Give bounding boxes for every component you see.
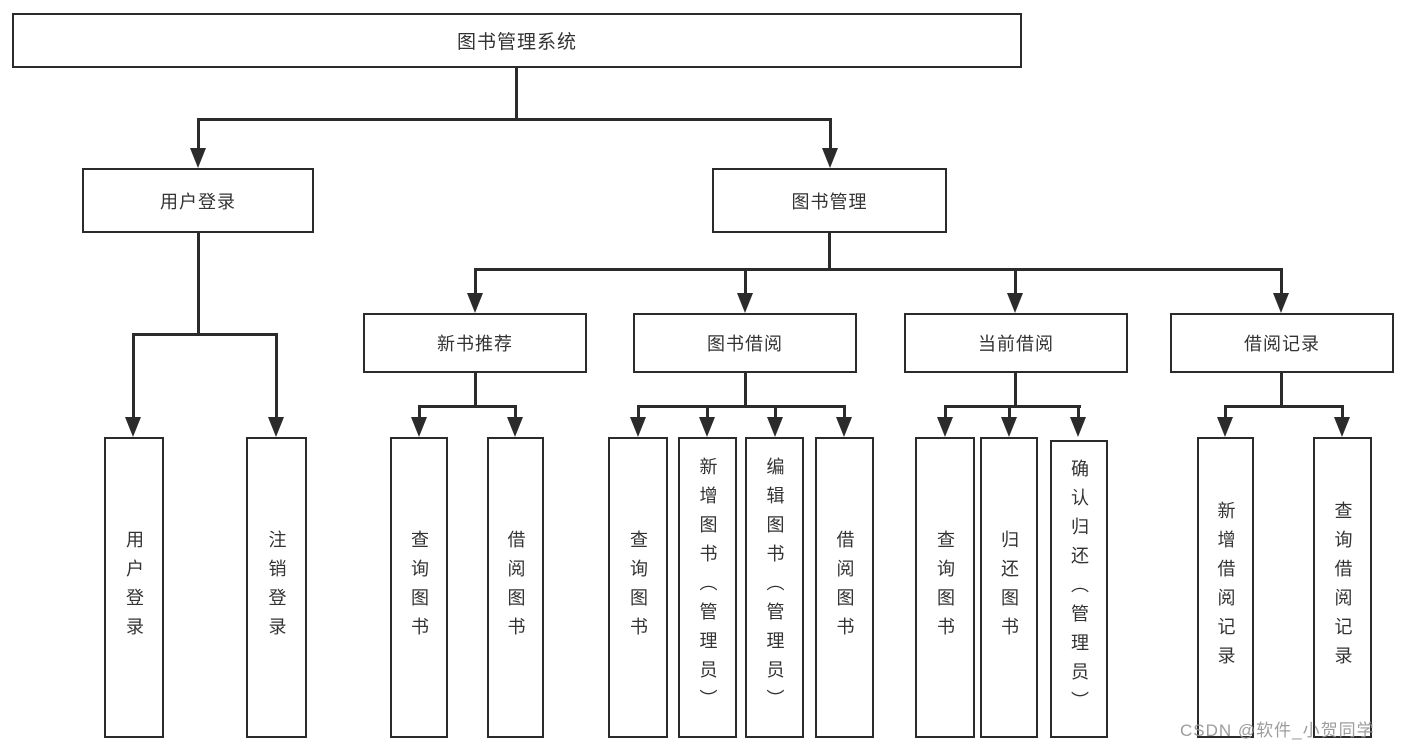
connector-line bbox=[418, 405, 421, 421]
node-label: 确认归还（管理员） bbox=[1069, 458, 1089, 720]
connector-line bbox=[1008, 405, 1011, 421]
node-label: 新增图书（管理员） bbox=[697, 457, 718, 718]
connector-line bbox=[474, 268, 1282, 271]
connector-line bbox=[637, 405, 846, 408]
arrowhead-down bbox=[190, 148, 206, 168]
node-label: 用户登录 bbox=[160, 191, 236, 212]
connector-line bbox=[1341, 405, 1344, 421]
leaf-borrow-books: 借阅图书 bbox=[815, 437, 874, 738]
node-label: 注销登录 bbox=[266, 529, 287, 646]
arrowhead-down bbox=[699, 417, 715, 437]
arrowhead-down bbox=[1334, 417, 1350, 437]
leaf-edit-books-admin: 编辑图书（管理员） bbox=[745, 437, 804, 738]
connector-line bbox=[1077, 405, 1080, 421]
connector-line bbox=[1014, 373, 1017, 407]
connector-line bbox=[828, 233, 831, 270]
node-label: 查询图书 bbox=[409, 529, 429, 646]
node-book-borrowing: 图书借阅 bbox=[633, 313, 857, 373]
arrowhead-down bbox=[1217, 417, 1233, 437]
connector-line bbox=[944, 405, 947, 421]
connector-line bbox=[637, 405, 640, 421]
csdn-watermark: CSDN @软件_小贺同学 bbox=[1180, 721, 1375, 740]
connector-line bbox=[1280, 373, 1283, 407]
arrowhead-down bbox=[836, 417, 852, 437]
connector-line bbox=[474, 268, 477, 296]
connector-line bbox=[1224, 405, 1344, 408]
node-new-book-recommend: 新书推荐 bbox=[363, 313, 587, 373]
connector-line bbox=[275, 333, 278, 420]
arrowhead-down bbox=[125, 417, 141, 437]
node-label: 当前借阅 bbox=[978, 334, 1054, 354]
node-borrow-records: 借阅记录 bbox=[1170, 313, 1394, 373]
leaf-return-books: 归还图书 bbox=[980, 437, 1038, 738]
connector-line bbox=[197, 233, 200, 335]
node-label: 查询图书 bbox=[935, 529, 955, 646]
connector-line bbox=[1280, 268, 1283, 296]
connector-line bbox=[474, 373, 477, 407]
connector-line bbox=[418, 405, 517, 408]
node-label: 用户登录 bbox=[124, 529, 144, 646]
connector-line bbox=[1014, 268, 1017, 296]
connector-line bbox=[706, 405, 709, 421]
node-label: 图书借阅 bbox=[707, 334, 783, 354]
connector-line bbox=[514, 405, 517, 421]
arrowhead-down bbox=[1001, 417, 1017, 437]
leaf-logout: 注销登录 bbox=[246, 437, 307, 738]
arrowhead-down bbox=[630, 417, 646, 437]
node-book-management: 图书管理 bbox=[712, 168, 947, 233]
leaf-query-books-current: 查询图书 bbox=[915, 437, 975, 738]
connector-line bbox=[1224, 405, 1227, 421]
connector-line bbox=[197, 118, 200, 151]
arrowhead-down bbox=[411, 417, 427, 437]
node-label: 编辑图书（管理员） bbox=[764, 457, 785, 718]
node-label: 归还图书 bbox=[999, 529, 1019, 646]
arrowhead-down bbox=[822, 148, 838, 168]
leaf-borrow-books-recommend: 借阅图书 bbox=[487, 437, 544, 738]
node-label: 查询借阅记录 bbox=[1332, 500, 1353, 675]
connector-line bbox=[132, 333, 135, 420]
node-label: 查询图书 bbox=[628, 529, 648, 646]
leaf-query-books-borrowing: 查询图书 bbox=[608, 437, 668, 738]
connector-line bbox=[944, 405, 1081, 408]
arrowhead-down bbox=[268, 417, 284, 437]
leaf-query-borrow-record: 查询借阅记录 bbox=[1313, 437, 1372, 738]
connector-line bbox=[515, 67, 518, 120]
leaf-add-borrow-record: 新增借阅记录 bbox=[1197, 437, 1254, 738]
node-label: 新增借阅记录 bbox=[1215, 500, 1236, 675]
node-label: 新书推荐 bbox=[437, 334, 513, 354]
arrowhead-down bbox=[737, 293, 753, 313]
node-user-login: 用户登录 bbox=[82, 168, 314, 233]
connector-line bbox=[774, 405, 777, 421]
arrowhead-down bbox=[467, 293, 483, 313]
connector-line bbox=[197, 118, 831, 121]
arrowhead-down bbox=[507, 417, 523, 437]
arrowhead-down bbox=[1273, 293, 1289, 313]
connector-line bbox=[744, 373, 747, 407]
leaf-query-books-recommend: 查询图书 bbox=[390, 437, 448, 738]
node-label: 借阅记录 bbox=[1244, 334, 1320, 354]
connector-line bbox=[843, 405, 846, 421]
node-label: 借阅图书 bbox=[505, 529, 526, 646]
leaf-add-books-admin: 新增图书（管理员） bbox=[678, 437, 737, 738]
leaf-confirm-return-admin: 确认归还（管理员） bbox=[1050, 440, 1108, 738]
connector-line bbox=[829, 118, 832, 151]
arrowhead-down bbox=[767, 417, 783, 437]
arrowhead-down bbox=[937, 417, 953, 437]
arrowhead-down bbox=[1070, 417, 1086, 437]
connector-line bbox=[744, 268, 747, 296]
node-label: 图书管理系统 bbox=[456, 32, 577, 53]
node-library-system: 图书管理系统 bbox=[12, 13, 1022, 68]
node-label: 图书管理 bbox=[791, 191, 868, 212]
node-current-borrowing: 当前借阅 bbox=[904, 313, 1128, 373]
leaf-user-login: 用户登录 bbox=[104, 437, 164, 738]
node-label: 借阅图书 bbox=[834, 529, 855, 646]
arrowhead-down bbox=[1007, 293, 1023, 313]
connector-line bbox=[132, 333, 277, 336]
